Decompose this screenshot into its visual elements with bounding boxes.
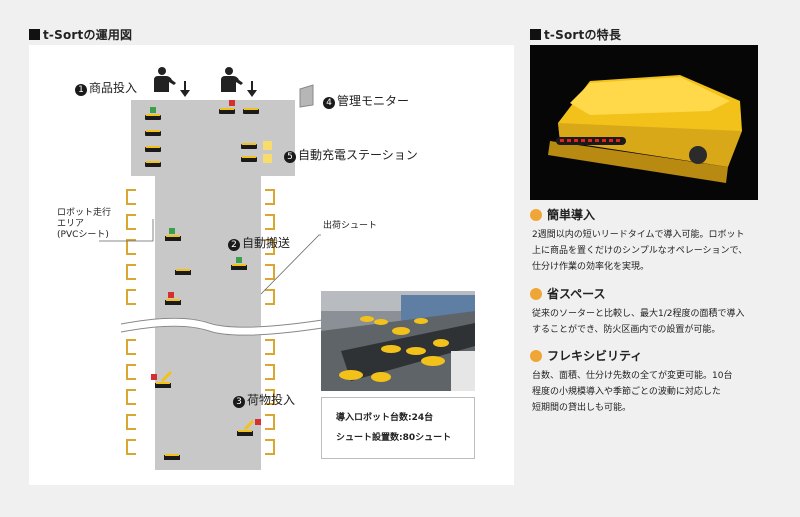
bullet-dot-icon bbox=[530, 208, 542, 221]
feature-line: 仕分け作業の効率化を実現。 bbox=[532, 262, 650, 272]
label-text: 自動充電ステーション bbox=[298, 148, 418, 162]
square-bullet-icon bbox=[29, 29, 40, 40]
info-box: 導入ロボット台数:24台 シュート設置数:80シュート bbox=[321, 397, 475, 459]
bullet-dot-icon bbox=[530, 349, 542, 362]
bullet-dot-icon bbox=[530, 287, 542, 300]
parcel-icon bbox=[150, 107, 156, 113]
diagram-title-text: t-Sortの運用図 bbox=[43, 28, 133, 42]
feature-line: 上に商品を置くだけのシンプルなオペレーションで、 bbox=[532, 246, 748, 256]
number-badge: 2 bbox=[228, 239, 240, 251]
parcel-icon bbox=[229, 100, 235, 106]
feature-title: フレキシビリティ bbox=[547, 349, 643, 363]
number-badge: 3 bbox=[233, 396, 245, 408]
feature-flexibility: フレキシビリティ 台数、面積、仕分け先数の全てが変更可能。10台 程度の小規模導… bbox=[530, 347, 770, 416]
features-title-text: t-Sortの特長 bbox=[544, 28, 622, 42]
robot-count-text: 導入ロボット台数:24台 bbox=[336, 413, 434, 423]
label-line: (PVCシート) bbox=[57, 230, 109, 240]
label-text: 荷物投入 bbox=[247, 393, 296, 407]
charger-icon bbox=[263, 141, 272, 163]
number-badge: 1 bbox=[75, 84, 87, 96]
robot-photo bbox=[530, 45, 758, 200]
label-robot-area: ロボット走行 エリア (PVCシート) bbox=[57, 208, 111, 241]
warehouse-photo bbox=[321, 291, 475, 391]
feature-easy-install: 簡単導入 2週間以内の短いリードタイムで導入可能。ロボット 上に商品を置くだけの… bbox=[530, 206, 770, 275]
person-icon bbox=[154, 67, 243, 92]
chutes-right bbox=[265, 189, 275, 455]
features-section-title: t-Sortの特長 bbox=[530, 26, 621, 43]
feature-line: 程度の小規模導入や季節ごとの波動に対応した bbox=[532, 387, 721, 397]
feature-line: 短期間の貸出しも可能。 bbox=[532, 403, 632, 413]
label-text: 商品投入 bbox=[89, 81, 138, 95]
number-badge: 4 bbox=[323, 97, 335, 109]
chutes-left bbox=[126, 189, 136, 455]
feature-title: 省スペース bbox=[547, 287, 606, 301]
robot-image bbox=[530, 45, 758, 200]
feature-title: 簡単導入 bbox=[547, 208, 596, 222]
label-text: 自動搬送 bbox=[242, 236, 291, 250]
feature-line: 従来のソーターと比較し、最大1/2程度の面積で導入 bbox=[532, 309, 745, 319]
warehouse-image bbox=[321, 291, 475, 391]
robot-icon bbox=[145, 108, 259, 167]
feature-line: 台数、面積、仕分け先数の全てが変更可能。10台 bbox=[532, 371, 733, 381]
label-chute: 出荷シュート bbox=[323, 221, 378, 231]
label-line: ロボット走行 bbox=[57, 208, 112, 218]
chute-count-text: シュート設置数:80シュート bbox=[336, 433, 452, 443]
feature-line: することができ、防火区画内での設置が可能。 bbox=[532, 325, 721, 335]
robot-icon bbox=[151, 228, 261, 460]
diagram-section-title: t-Sortの運用図 bbox=[29, 26, 132, 43]
break-line bbox=[120, 317, 330, 336]
monitor-icon bbox=[299, 84, 314, 108]
down-arrow-icon bbox=[180, 81, 257, 97]
label-line: エリア bbox=[57, 219, 85, 229]
diagram-graphic bbox=[99, 67, 330, 470]
feature-space-saving: 省スペース 従来のソーターと比較し、最大1/2程度の面積で導入 することができ、… bbox=[530, 285, 770, 338]
number-badge: 5 bbox=[284, 151, 296, 163]
feature-line: 2週間以内の短いリードタイムで導入可能。ロボット bbox=[532, 230, 745, 240]
label-text: 管理モニター bbox=[337, 94, 410, 108]
square-bullet-icon bbox=[530, 29, 541, 40]
